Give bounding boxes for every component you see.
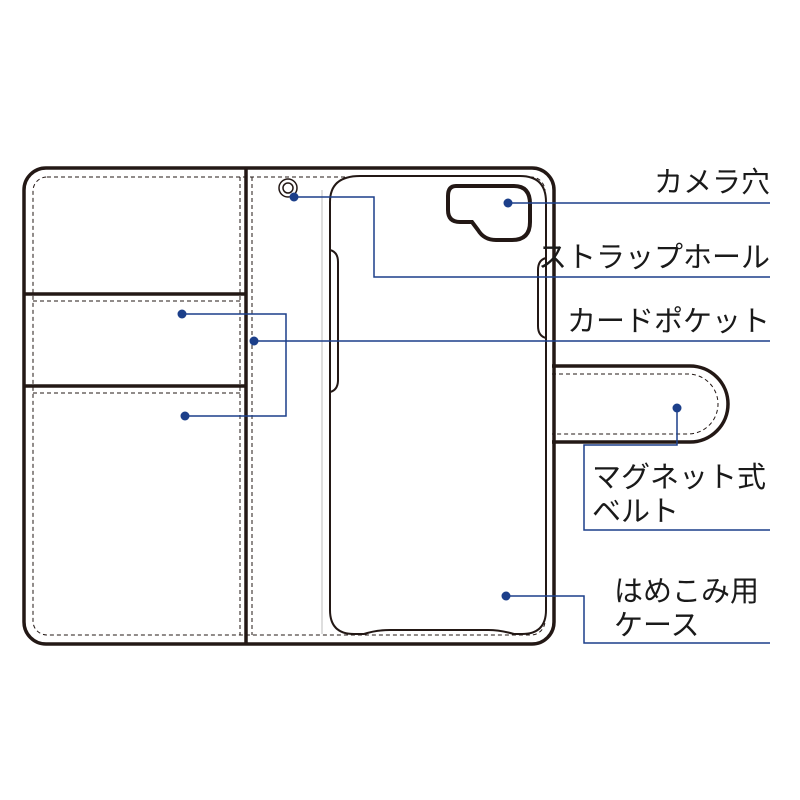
label-card-pocket: カードポケット (567, 304, 770, 338)
leader-magnetic-belt (583, 408, 770, 531)
leader-snap-case (506, 595, 770, 644)
leader-strap-hole (294, 196, 770, 278)
label-strap-hole: ストラップホール (538, 240, 770, 274)
label-camera-hole-text: カメラ穴 (653, 165, 770, 199)
label-snap-case-line1: はめこみ用 (614, 574, 760, 608)
wallet-outer-stitching (32, 176, 546, 636)
snap-in-case (329, 175, 547, 635)
dot-snap-case (501, 591, 511, 601)
leader-card-pocket-branch (182, 313, 287, 417)
label-card-pocket-text: カードポケット (566, 304, 770, 338)
dot-card-pocket-lower (180, 411, 190, 421)
dot-strap-hole (289, 192, 299, 202)
label-camera-hole: カメラ穴 (654, 165, 770, 199)
label-snap-case-line2: ケース (614, 608, 700, 642)
case-side-button-right (537, 257, 547, 339)
dot-card-pocket-upper (177, 309, 187, 319)
case-side-button-left (329, 249, 339, 393)
leader-lines (182, 196, 770, 644)
strap-hole-inner (282, 182, 294, 194)
label-magnetic-belt-line1: マグネット式 (592, 460, 767, 494)
label-magnetic-belt-line2: ベルト (592, 494, 680, 528)
magnetic-belt (552, 364, 730, 444)
label-magnetic-belt: マグネット式 ベルト (592, 460, 766, 528)
label-strap-hole-text: ストラップホール (537, 240, 770, 274)
label-snap-case: はめこみ用 ケース (614, 574, 759, 642)
dot-magnetic-belt (672, 403, 682, 413)
dot-camera-hole (503, 198, 513, 208)
leader-dots (177, 192, 682, 601)
magnetic-belt-stitching (552, 373, 719, 435)
dot-card-pocket-spine (249, 336, 259, 346)
